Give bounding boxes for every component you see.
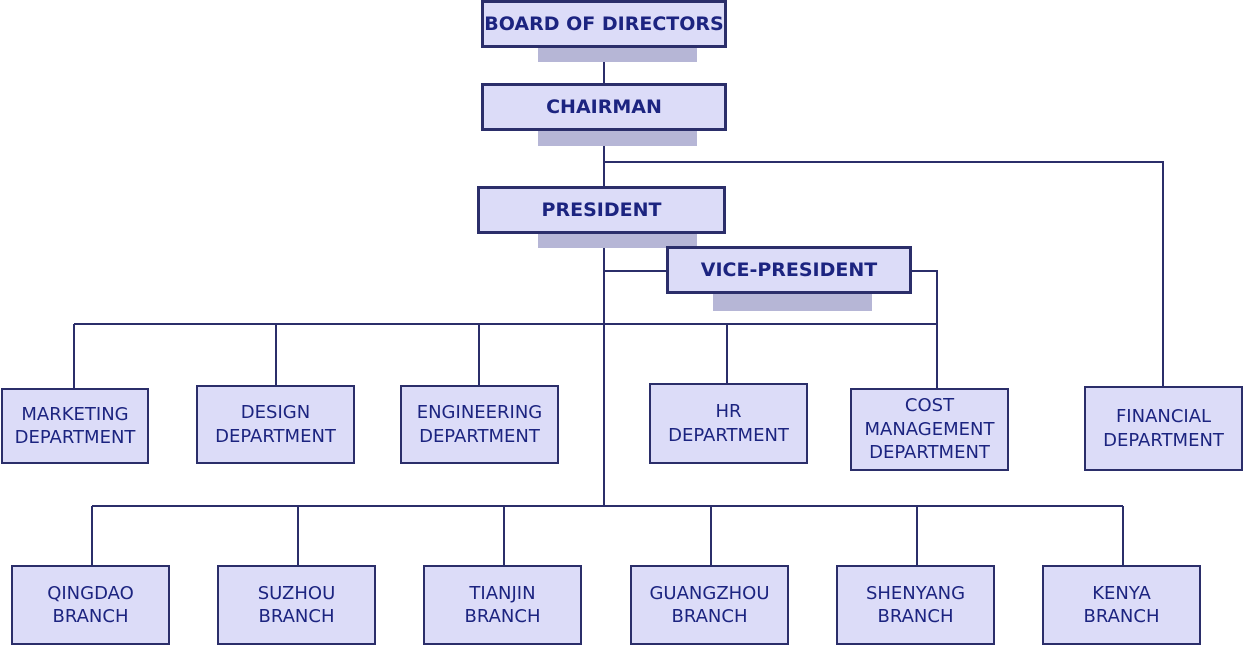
- kenya-branch-label: KENYA BRANCH: [1083, 582, 1160, 627]
- kenya-branch-box: KENYA BRANCH: [1042, 565, 1201, 645]
- president-box: PRESIDENT: [477, 186, 726, 234]
- board-of-directors-box: BOARD OF DIRECTORS: [481, 0, 727, 48]
- board-shadow: [538, 46, 697, 62]
- vice-president-shadow: [713, 292, 872, 311]
- design-department-label: DESIGN DEPARTMENT: [215, 402, 336, 447]
- hr-department-box: HR DEPARTMENT: [649, 383, 808, 464]
- chairman-shadow: [538, 130, 697, 146]
- connector-chairman-financial: [604, 161, 1164, 387]
- board-of-directors-label: BOARD OF DIRECTORS: [484, 13, 724, 35]
- suzhou-branch-label: SUZHOU BRANCH: [257, 582, 336, 627]
- hr-department-label: HR DEPARTMENT: [668, 401, 789, 446]
- design-department-box: DESIGN DEPARTMENT: [196, 385, 355, 464]
- vice-president-box: VICE-PRESIDENT: [666, 246, 912, 294]
- qingdao-branch-label: QINGDAO BRANCH: [47, 582, 134, 627]
- chairman-box: CHAIRMAN: [481, 83, 727, 131]
- shenyang-branch-box: SHENYANG BRANCH: [836, 565, 995, 645]
- financial-department-box: FINANCIAL DEPARTMENT: [1084, 386, 1243, 471]
- president-label: PRESIDENT: [541, 199, 662, 221]
- shenyang-branch-label: SHENYANG BRANCH: [865, 582, 966, 627]
- qingdao-branch-box: QINGDAO BRANCH: [11, 565, 170, 645]
- tianjin-branch-label: TIANJIN BRANCH: [464, 582, 541, 627]
- chairman-label: CHAIRMAN: [546, 96, 662, 118]
- guangzhou-branch-label: GUANGZHOU BRANCH: [649, 582, 770, 627]
- connector-vp-cost: [910, 270, 938, 389]
- suzhou-branch-box: SUZHOU BRANCH: [217, 565, 376, 645]
- marketing-department-label: MARKETING DEPARTMENT: [14, 403, 136, 448]
- cost-management-department-label: COST MANAGEMENT DEPARTMENT: [864, 395, 995, 464]
- cost-management-department-box: COST MANAGEMENT DEPARTMENT: [850, 388, 1009, 471]
- guangzhou-branch-box: GUANGZHOU BRANCH: [630, 565, 789, 645]
- president-shadow: [538, 232, 697, 248]
- financial-department-label: FINANCIAL DEPARTMENT: [1103, 406, 1224, 451]
- vice-president-label: VICE-PRESIDENT: [700, 259, 878, 281]
- marketing-department-box: MARKETING DEPARTMENT: [1, 388, 149, 464]
- tianjin-branch-box: TIANJIN BRANCH: [423, 565, 582, 645]
- engineering-department-label: ENGINEERING DEPARTMENT: [416, 402, 543, 447]
- engineering-department-box: ENGINEERING DEPARTMENT: [400, 385, 559, 464]
